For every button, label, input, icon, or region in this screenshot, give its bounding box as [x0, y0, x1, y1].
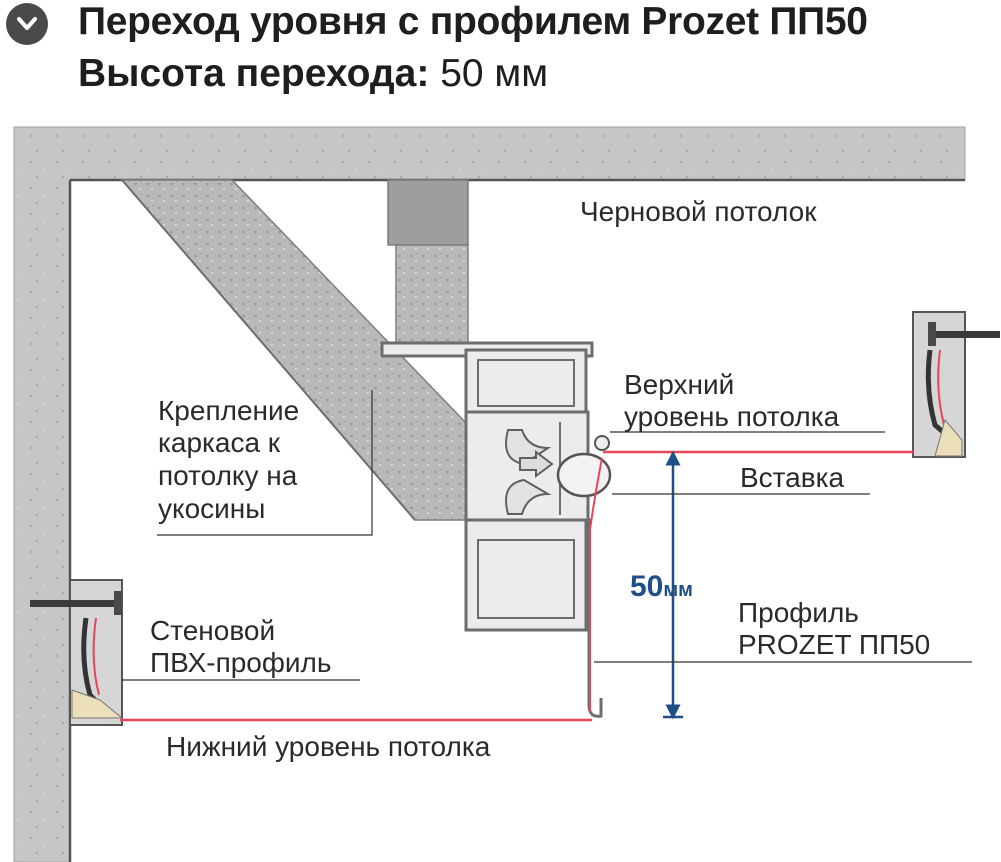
prozet-pp50-profile	[380, 341, 603, 718]
insert-tip	[594, 435, 610, 451]
height-value: 50 мм	[440, 52, 549, 95]
label-fastening: Крепление каркаса к потолку на укосины	[158, 395, 307, 524]
arrow-icon	[519, 450, 554, 478]
screw-icon	[30, 591, 122, 615]
label-rough-ceiling: Черновой потолок	[580, 196, 817, 227]
height-label: Высота перехода:	[78, 52, 430, 95]
profile-film-wrap	[589, 457, 603, 712]
leader-fastening	[157, 390, 373, 536]
collapse-button[interactable]	[6, 3, 48, 45]
label-wall-profile: Стеновой ПВХ-профиль	[150, 615, 331, 678]
page-title: Переход уровня с профилем Prozet ПП50	[78, 0, 868, 43]
vertical-hanger-top	[387, 179, 469, 246]
label-lower-level: Нижний уровень потолка	[166, 731, 491, 762]
transition-height: Высота перехода: 50 мм	[78, 52, 548, 96]
harpoon-clips	[505, 429, 552, 515]
label-upper-level: Верхний уровень потолка	[624, 369, 840, 432]
label-insert: Вставка	[740, 462, 844, 493]
screw-icon	[928, 322, 1000, 346]
vertical-hanger	[395, 244, 469, 346]
brace-edge	[121, 179, 416, 521]
chevron-down-icon	[17, 17, 37, 30]
dimension-label: 50мм	[630, 570, 693, 603]
label-profile: Профиль PROZET ПП50	[738, 597, 930, 660]
